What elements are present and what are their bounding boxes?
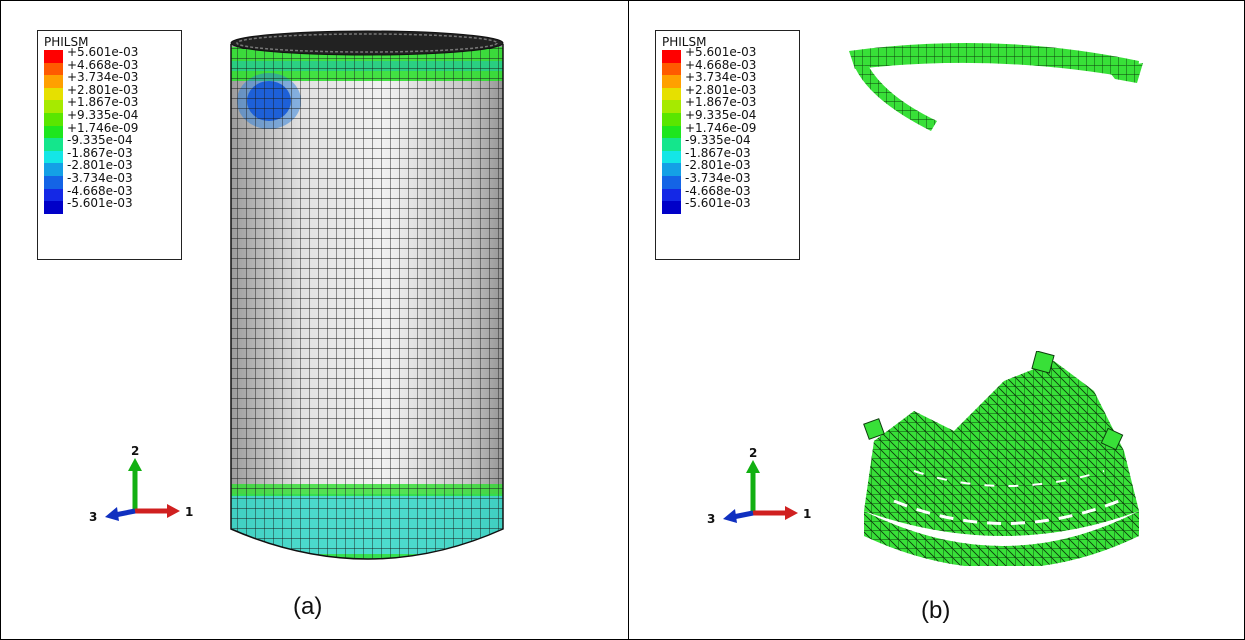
legend-value: +5.601e-03	[67, 45, 139, 59]
legend-title: PHILSM	[662, 35, 707, 49]
fragment-bottom	[863, 351, 1139, 566]
legend-swatch	[662, 75, 681, 88]
legend-swatch	[44, 150, 63, 164]
legend-value: -1.867e-03	[67, 145, 133, 160]
legend-swatch	[662, 100, 681, 113]
axis-label-2: 2	[131, 444, 139, 458]
legend-swatch	[44, 138, 63, 151]
fragment-top	[849, 43, 1143, 131]
legend-a: PHILSM +5.601e-03+4.668e-03+3.734e-03+2.…	[37, 30, 182, 260]
legend-b: PHILSM +5.601e-03+4.668e-03+3.734e-03+2.…	[655, 30, 800, 260]
legend-swatch	[44, 163, 63, 176]
legend-swatch	[662, 62, 681, 76]
legend-swatch	[44, 100, 63, 113]
legend-swatch	[662, 125, 681, 139]
legend-value: +3.734e-03	[685, 70, 757, 85]
axis-label-1: 1	[803, 507, 811, 521]
panel-b: PHILSM +5.601e-03+4.668e-03+3.734e-03+2.…	[628, 0, 1245, 640]
legend-value: +5.601e-03	[685, 45, 757, 59]
legend-swatch	[662, 112, 681, 126]
legend-swatch	[44, 201, 63, 214]
axis-triad-b: 2 1 3	[707, 446, 811, 523]
axis-label-3: 3	[89, 510, 97, 521]
legend-value: +4.668e-03	[685, 57, 757, 72]
legend-swatch	[662, 163, 681, 176]
legend-value: -5.601e-03	[685, 196, 751, 211]
legend-value: -2.801e-03	[67, 158, 133, 173]
legend-swatch	[662, 150, 681, 164]
legend-swatch	[662, 175, 681, 189]
cylinder-mesh	[230, 30, 504, 560]
axis-label-2: 2	[749, 446, 757, 460]
legend-value: -9.335e-04	[685, 133, 751, 148]
legend-value: -9.335e-04	[67, 133, 133, 148]
legend-swatch	[44, 62, 63, 76]
legend-swatch	[44, 75, 63, 88]
legend-swatch	[44, 125, 63, 139]
axis-label-1: 1	[185, 505, 193, 519]
legend-swatch	[662, 138, 681, 151]
legend-value: +9.335e-04	[67, 107, 139, 122]
legend-value: +1.867e-03	[685, 95, 757, 110]
legend-swatch	[662, 50, 681, 63]
legend-swatch	[44, 188, 63, 202]
caption-b: (b)	[921, 597, 951, 624]
legend-swatch	[662, 201, 681, 214]
legend-value: -4.668e-03	[685, 183, 751, 198]
caption-a: (a)	[293, 593, 323, 620]
legend-value: -2.801e-03	[685, 158, 751, 173]
legend-value: -5.601e-03	[67, 196, 133, 211]
legend-value: +3.734e-03	[67, 70, 139, 85]
axis-triad-a: 2 1 3	[89, 444, 193, 521]
legend-value: -1.867e-03	[685, 145, 751, 160]
axis-label-3: 3	[707, 512, 715, 523]
legend-value: +4.668e-03	[67, 57, 139, 72]
legend-swatch	[44, 112, 63, 126]
legend-value: +2.801e-03	[685, 82, 757, 97]
legend-swatch	[662, 87, 681, 101]
legend-value: +1.867e-03	[67, 95, 139, 110]
legend-value: +1.746e-09	[67, 120, 139, 135]
legend-value: +9.335e-04	[685, 107, 757, 122]
legend-value: -4.668e-03	[67, 183, 133, 198]
legend-value: +2.801e-03	[67, 82, 139, 97]
legend-swatch	[44, 87, 63, 101]
legend-swatch	[662, 188, 681, 202]
legend-value: -3.734e-03	[67, 170, 133, 185]
legend-swatch	[44, 50, 63, 63]
legend-title: PHILSM	[44, 35, 89, 49]
legend-swatch	[44, 175, 63, 189]
legend-value: -3.734e-03	[685, 170, 751, 185]
panel-a: PHILSM +5.601e-03+4.668e-03+3.734e-03+2.…	[0, 0, 629, 640]
legend-value: +1.746e-09	[685, 120, 757, 135]
